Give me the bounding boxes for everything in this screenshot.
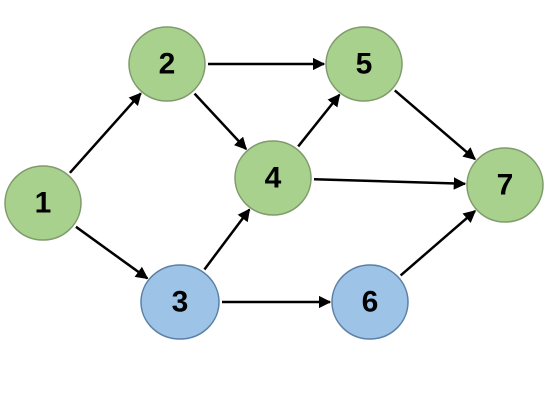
node-1-label: 1 [35, 187, 52, 220]
node-7: 7 [466, 147, 544, 223]
edge-4-to-7 [313, 177, 467, 190]
nodes-layer: 1 2 3 4 5 6 7 [4, 26, 544, 340]
node-3: 3 [140, 264, 220, 340]
node-7-label: 7 [497, 169, 514, 202]
node-6-label: 6 [362, 286, 379, 319]
node-2-label: 2 [159, 48, 176, 81]
node-2: 2 [128, 26, 206, 102]
node-2-circle [128, 26, 206, 102]
node-3-circle [140, 264, 220, 340]
node-5-circle [325, 26, 403, 102]
edge-5-to-7 [393, 89, 476, 161]
edge-1-to-2 [68, 92, 142, 174]
node-4: 4 [234, 140, 312, 216]
node-6: 6 [331, 264, 409, 340]
node-1-circle [4, 165, 82, 241]
edges-layer [68, 57, 477, 309]
node-7-circle [466, 147, 544, 223]
edge-4-to-5 [297, 93, 341, 148]
edge-2-to-4 [193, 92, 248, 151]
edge-1-to-3 [75, 225, 149, 280]
edge-6-to-7 [399, 209, 477, 277]
edge-3-to-4 [203, 208, 251, 271]
node-4-label: 4 [265, 162, 282, 195]
node-6-circle [331, 264, 409, 340]
node-5: 5 [325, 26, 403, 102]
node-1: 1 [4, 165, 82, 241]
node-5-label: 5 [356, 48, 373, 81]
node-4-circle [234, 140, 312, 216]
node-3-label: 3 [172, 286, 189, 319]
